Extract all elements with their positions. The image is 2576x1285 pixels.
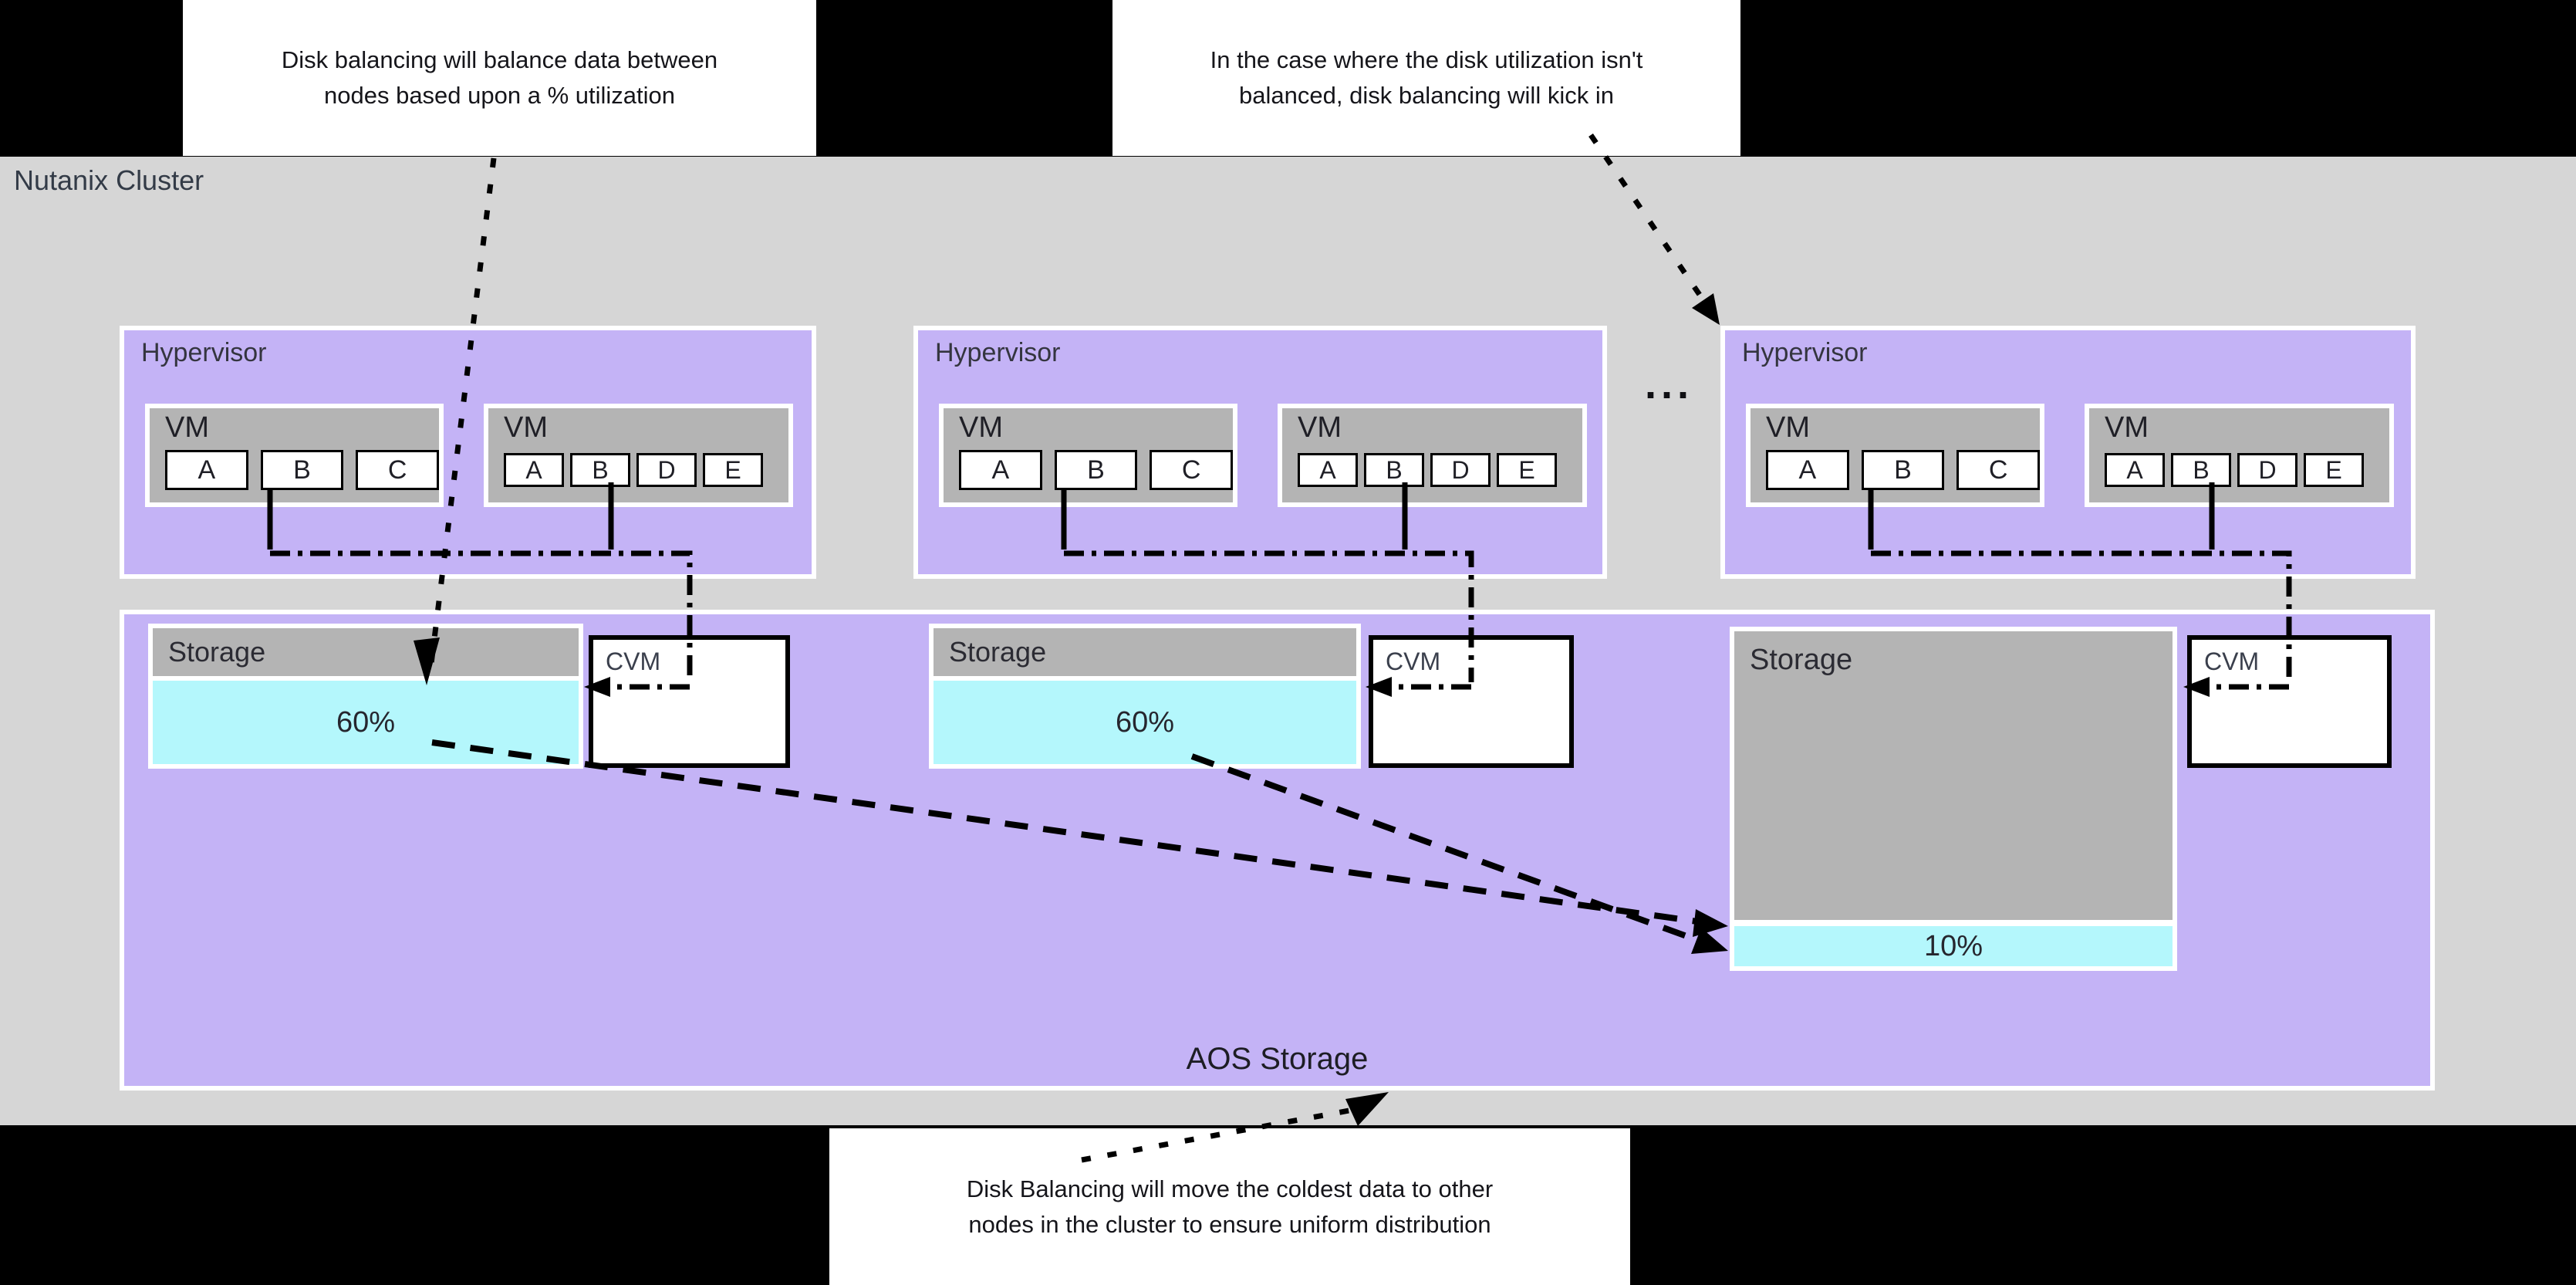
vm-box-1-1: VM A B C (145, 404, 444, 507)
disk-slot: E (703, 453, 763, 487)
disk-slot: B (1364, 453, 1424, 487)
storage-utilization-3: 10% (1734, 926, 2173, 966)
storage-label-2: Storage (934, 628, 1356, 676)
disk-slot: B (260, 450, 344, 490)
storage-box-3: Storage 10% (1730, 627, 2177, 971)
disk-slot: B (570, 453, 630, 487)
vm-box-2-2: VM A B D E (1278, 404, 1587, 507)
disk-slot: B (1861, 450, 1945, 490)
storage-label-1: Storage (153, 628, 579, 676)
cvm-box-3: CVM (2187, 635, 2392, 768)
hypervisor-label-2: Hypervisor (935, 338, 1061, 367)
vm-box-3-1: VM A B C (1746, 404, 2044, 507)
vm-box-3-2: VM A B D E (2085, 404, 2394, 507)
hypervisor-label-1: Hypervisor (141, 338, 267, 367)
disk-row: A B C (959, 450, 1234, 490)
vm-label: VM (1298, 411, 1342, 444)
vm-label: VM (2105, 411, 2149, 444)
disk-slot: D (2237, 453, 2297, 487)
disk-slot: E (2304, 453, 2364, 487)
storage-utilization-1: 60% (153, 681, 579, 764)
disk-slot: A (959, 450, 1042, 490)
vm-label: VM (1766, 411, 1810, 444)
disk-slot: D (636, 453, 697, 487)
disk-row: A B D E (1298, 453, 1582, 487)
disk-slot: A (1298, 453, 1358, 487)
disk-slot: D (1430, 453, 1491, 487)
disk-row: A B D E (2105, 453, 2389, 487)
disk-slot: B (1054, 450, 1138, 490)
disk-slot: B (2171, 453, 2231, 487)
vm-label: VM (165, 411, 209, 444)
disk-slot: A (2105, 453, 2165, 487)
disk-slot: E (1497, 453, 1557, 487)
vm-label: VM (959, 411, 1003, 444)
callout-line: In the case where the disk utilization i… (1210, 46, 1643, 73)
cvm-box-2: CVM (1369, 635, 1574, 768)
callout-kick-in: In the case where the disk utilization i… (1112, 0, 1740, 156)
callout-move-cold-data: Disk Balancing will move the coldest dat… (829, 1128, 1630, 1285)
vm-box-1-2: VM A B D E (484, 404, 793, 507)
storage-utilization-2: 60% (934, 681, 1356, 764)
storage-label-3: Storage (1734, 631, 2173, 920)
cvm-box-1: CVM (589, 635, 790, 768)
vm-label: VM (504, 411, 548, 444)
disk-slot: C (1150, 450, 1234, 490)
hypervisor-label-3: Hypervisor (1742, 338, 1868, 367)
cvm-label-3: CVM (2204, 648, 2260, 675)
aos-storage-label: AOS Storage (1186, 1042, 1369, 1076)
disk-slot: A (165, 450, 248, 490)
more-nodes-ellipsis: ... (1645, 361, 1694, 407)
callout-line: nodes in the cluster to ensure uniform d… (968, 1210, 1491, 1238)
disk-slot: C (1956, 450, 2041, 490)
cvm-label-1: CVM (606, 648, 661, 675)
callout-balance-percent: Disk balancing will balance data between… (183, 0, 816, 156)
storage-box-1: Storage 60% (148, 624, 583, 769)
callout-line: nodes based upon a % utilization (324, 82, 675, 109)
disk-slot: C (356, 450, 440, 490)
callout-line: Disk Balancing will move the coldest dat… (966, 1175, 1494, 1202)
cvm-label-2: CVM (1386, 648, 1441, 675)
disk-slot: A (504, 453, 564, 487)
vm-box-2-1: VM A B C (939, 404, 1237, 507)
callout-line: balanced, disk balancing will kick in (1239, 82, 1614, 109)
nutanix-cluster-label: Nutanix Cluster (14, 164, 204, 196)
storage-box-2: Storage 60% (929, 624, 1361, 769)
disk-slot: A (1766, 450, 1849, 490)
disk-row: A B C (1766, 450, 2041, 490)
disk-row: A B C (165, 450, 440, 490)
callout-line: Disk balancing will balance data between (281, 46, 718, 73)
disk-row: A B D E (504, 453, 788, 487)
